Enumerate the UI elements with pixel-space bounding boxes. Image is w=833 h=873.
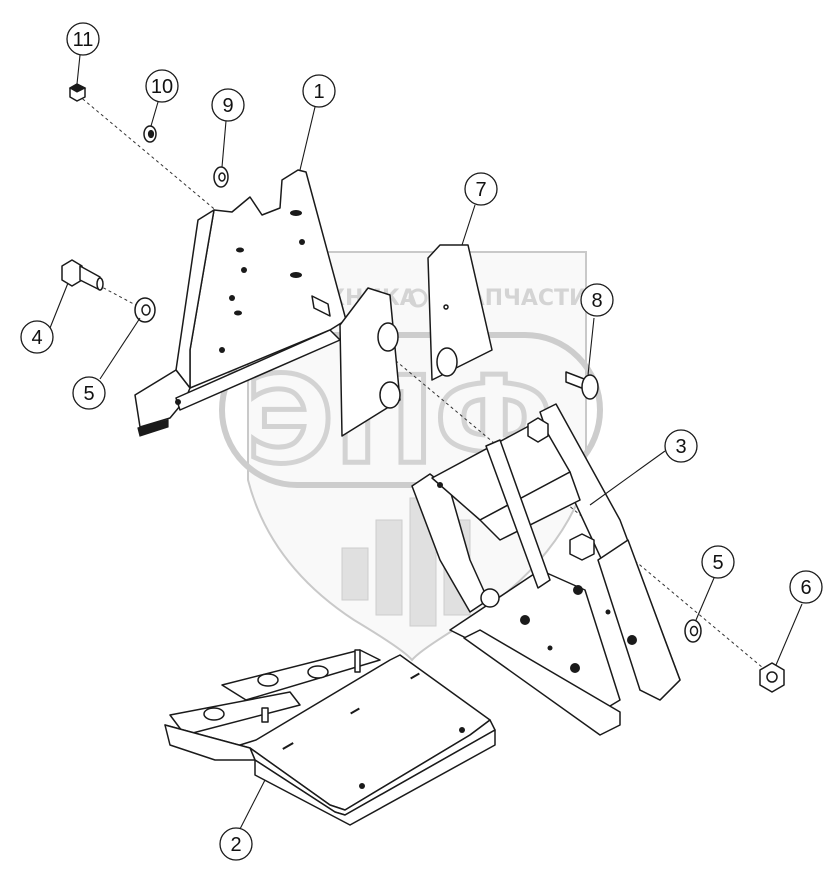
callout-9: 9 bbox=[211, 88, 245, 122]
washer-part-9 bbox=[213, 166, 229, 188]
callout-1: 1 bbox=[302, 74, 336, 108]
plate-part-7 bbox=[427, 244, 493, 381]
callout-3: 3 bbox=[664, 429, 698, 463]
svg-text:5: 5 bbox=[83, 383, 94, 405]
svg-text:9: 9 bbox=[222, 95, 233, 117]
leader-lines bbox=[49, 54, 803, 830]
callout-8: 8 bbox=[580, 283, 614, 317]
washer-part-10 bbox=[143, 125, 157, 143]
bolt-part-4 bbox=[61, 259, 104, 291]
bracket-part-1 bbox=[134, 169, 347, 437]
nut-part-11 bbox=[68, 83, 87, 102]
callout-7: 7 bbox=[464, 172, 498, 206]
callout-6: 6 bbox=[789, 570, 823, 604]
nut-part-6 bbox=[759, 662, 785, 693]
callout-2: 2 bbox=[219, 827, 253, 861]
svg-text:1: 1 bbox=[313, 81, 324, 103]
washer-part-5-right bbox=[684, 619, 702, 643]
svg-text:3: 3 bbox=[675, 436, 686, 458]
callout-11: 11 bbox=[66, 22, 100, 56]
svg-text:2: 2 bbox=[230, 834, 241, 856]
callout-4: 4 bbox=[20, 320, 54, 354]
svg-text:8: 8 bbox=[591, 290, 602, 312]
gear-icon bbox=[408, 288, 428, 308]
bracket-part-3 bbox=[411, 403, 681, 736]
svg-text:4: 4 bbox=[31, 327, 42, 349]
pin-part-8 bbox=[565, 371, 599, 400]
svg-text:7: 7 bbox=[475, 179, 486, 201]
svg-text:5: 5 bbox=[712, 552, 723, 574]
pad-part-2 bbox=[164, 649, 496, 826]
spacer-plate bbox=[339, 287, 401, 437]
callout-5-right: 5 bbox=[701, 545, 735, 579]
assembly-axis bbox=[77, 94, 776, 679]
svg-text:6: 6 bbox=[800, 577, 811, 599]
svg-text:11: 11 bbox=[73, 29, 94, 51]
svg-text:10: 10 bbox=[151, 76, 173, 98]
callout-5-left: 5 bbox=[72, 376, 106, 410]
callout-10: 10 bbox=[145, 69, 179, 103]
washer-part-5-left bbox=[134, 297, 156, 323]
watermark-logo: ТЕХНИКА ЗАПЧАСТИ ЭПФ bbox=[219, 251, 603, 662]
